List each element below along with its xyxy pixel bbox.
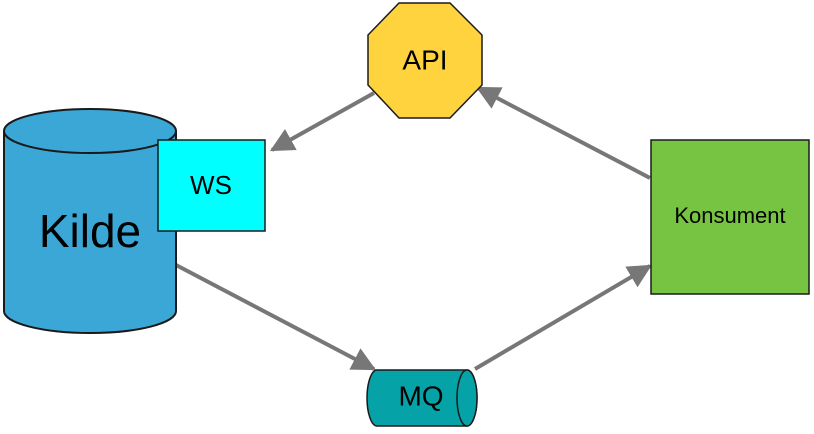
konsument-label: Konsument: [674, 203, 785, 228]
api-octagon: [367, 2, 483, 119]
konsument-box: [650, 139, 810, 295]
edge-kilde-to-mq: [175, 263, 377, 371]
konsument-node[interactable]: Konsument: [650, 139, 810, 295]
kilde-label: Kilde: [39, 205, 141, 257]
edges: [175, 86, 653, 371]
edge-konsument-to-api: [475, 86, 651, 180]
kilde-node[interactable]: Kilde: [3, 108, 177, 334]
mq-node[interactable]: MQ: [366, 369, 478, 427]
api-label: API: [402, 44, 447, 75]
kilde-cylinder-body: [3, 131, 177, 334]
ws-label: WS: [190, 170, 232, 200]
kilde-cylinder-top: [3, 108, 177, 154]
edge-mq-to-konsument: [473, 264, 653, 371]
mq-cylinder-end: [456, 369, 478, 427]
ws-box: [157, 139, 266, 232]
api-node[interactable]: API: [367, 2, 483, 119]
edge-api-to-ws: [269, 91, 375, 152]
mq-label: MQ: [398, 380, 443, 411]
ws-node[interactable]: WS: [157, 139, 266, 232]
